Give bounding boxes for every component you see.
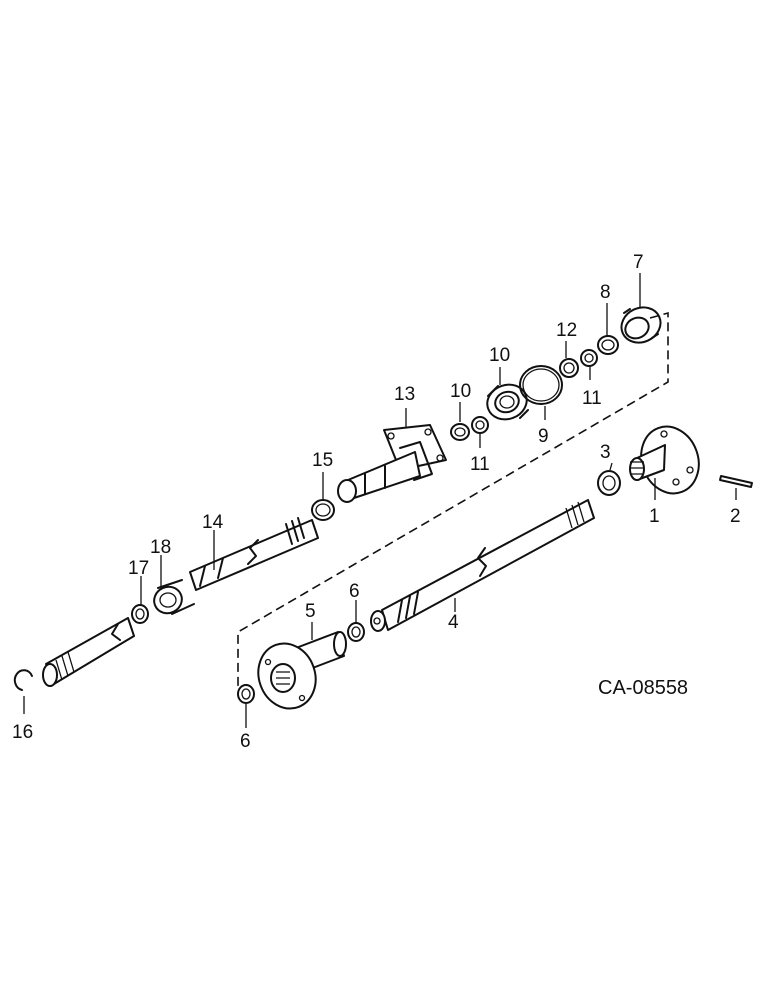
callout-18: 18 [150,537,171,558]
part-16-snap-ring [13,669,33,691]
part-11-ring-upper [559,358,579,378]
figure-code: CA-08558 [598,677,688,699]
callout-11-lower: 11 [470,454,490,475]
callout-3: 3 [600,442,611,463]
callout-11-upper: 12 [556,320,577,341]
callout-10-lower: 10 [450,381,471,402]
part-10-ring-upper [580,349,598,367]
callout-8: 8 [600,282,611,303]
part-4-long-shaft [370,499,595,632]
part-9-snap-ring [519,365,563,405]
part-6-ring-upper [347,622,365,642]
callout-6-lower: 6 [240,731,251,752]
callout-15: 15 [312,450,333,471]
part-3-bearing [597,470,621,496]
part-10-ring-left [450,423,470,441]
part-1-flanged-hub [629,425,700,495]
part-14-splined-shaft [189,517,319,591]
callout-7: 7 [633,252,644,273]
callout-labels: 7 8 12 11 9 10 10 11 13 15 3 1 2 4 5 6 6… [12,252,741,752]
callout-12: 10 [489,345,510,366]
leader-lines [23,273,737,728]
callout-5: 5 [305,601,316,622]
part-13-flanged-housing [337,424,447,503]
part-7-seal [620,306,662,344]
assembly-bracket [237,311,669,690]
part-11-ring-left [471,416,489,434]
part-18-bushing [153,579,195,615]
part-5-flanged-stub [257,631,347,710]
callout-9: 9 [538,426,549,447]
left-long-shaft [42,617,135,687]
part-15-o-ring [311,499,335,521]
callout-1: 1 [649,506,660,527]
callout-4: 4 [448,612,459,633]
part-2-pin [719,475,753,488]
part-8-ring [597,335,619,355]
callout-14: 14 [202,512,224,533]
callout-6-upper: 6 [349,581,360,602]
callout-13: 13 [394,384,415,405]
callout-16: 16 [12,722,33,743]
callout-17: 17 [128,558,149,579]
part-6-ring-lower [237,684,255,704]
callout-10-upper: 11 [582,388,602,409]
part-12-bearing [486,383,529,421]
callout-2: 2 [730,506,741,527]
part-17-ring [131,604,149,624]
